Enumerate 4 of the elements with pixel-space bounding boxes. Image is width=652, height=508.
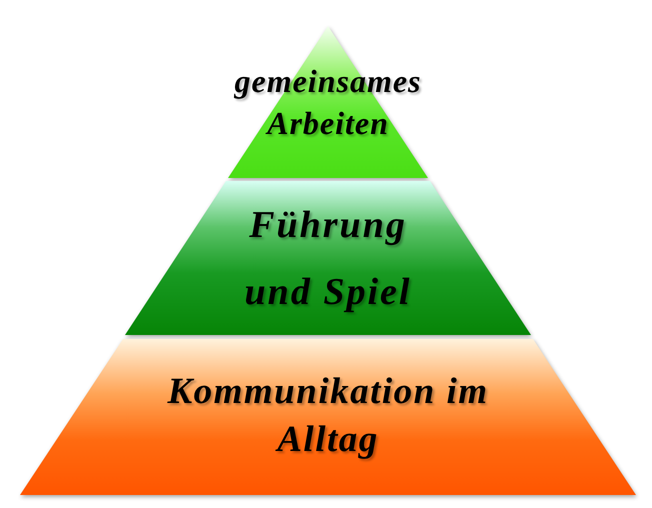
- pyramid-base-band: [20, 339, 636, 495]
- tier-label: Führung und Spiel: [244, 203, 412, 315]
- pyramid-middle-band: [125, 181, 531, 335]
- tier-label: Kommunikation im Alltag: [166, 370, 490, 462]
